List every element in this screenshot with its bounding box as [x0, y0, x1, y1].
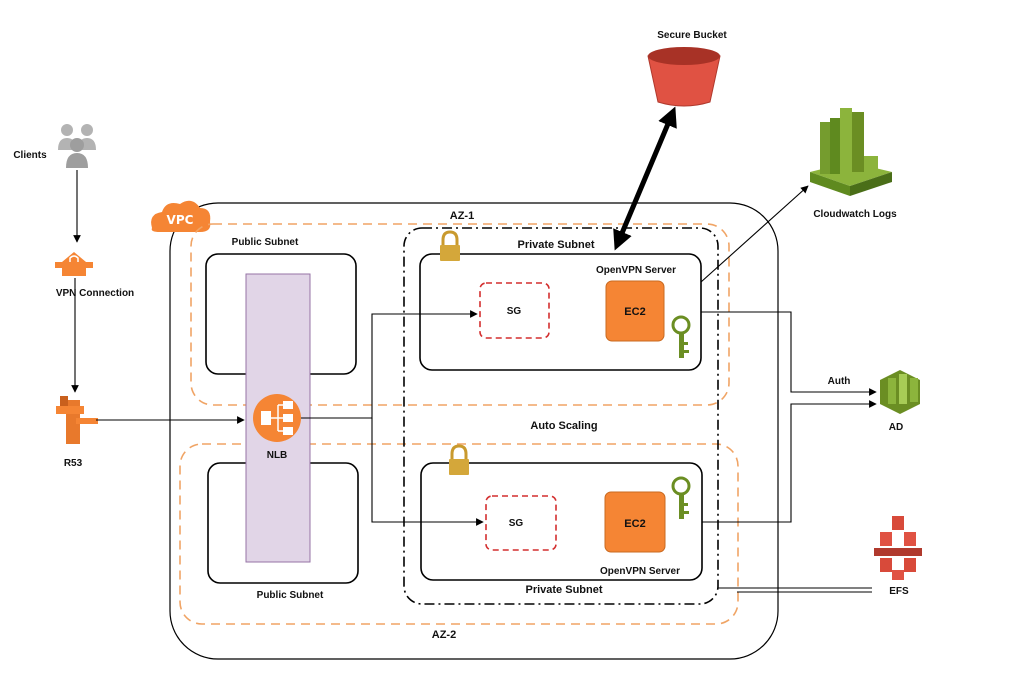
sg-bottom-label: SG [509, 518, 524, 529]
key-icon [671, 315, 691, 358]
users-icon [58, 124, 96, 168]
public-subnet-bottom-label: Public Subnet [257, 590, 324, 601]
server-top-to-ad-arrow [701, 311, 877, 396]
r53-label: R53 [64, 458, 83, 469]
connectors [71, 170, 877, 593]
s3-bucket-icon [647, 47, 721, 107]
openvpn-bottom-label: OpenVPN Server [600, 566, 680, 577]
server-to-cloudwatch-arrow [700, 185, 809, 283]
vpn-gateway-icon [55, 252, 93, 276]
vpc-label: VPC [167, 213, 194, 227]
auth-label: Auth [828, 376, 851, 387]
ec2-top-label: EC2 [624, 306, 645, 318]
ec2-bottom-label: EC2 [624, 518, 645, 530]
auto-scaling-group [403, 227, 719, 605]
bucket-sync-arrow [613, 106, 677, 251]
vpn-connection-label: VPN Connection [56, 288, 134, 299]
nlb-label: NLB [267, 450, 288, 461]
ec2-icon: EC2 [605, 280, 665, 342]
route53-icon [56, 396, 98, 444]
clients-label: Clients [13, 150, 47, 161]
az2-label: AZ-2 [432, 629, 456, 641]
az2-boundary [179, 443, 739, 625]
key-icon [671, 476, 691, 519]
openvpn-top-label: OpenVPN Server [596, 265, 676, 276]
efs-label: EFS [889, 586, 909, 597]
cloudwatch-label: Cloudwatch Logs [813, 209, 897, 220]
efs-icon [874, 516, 922, 580]
ad-label: AD [889, 422, 903, 433]
directory-service-icon [880, 370, 920, 414]
vpc-icon: VPC [151, 200, 211, 232]
az1-label: AZ-1 [450, 210, 474, 222]
auto-scaling-label: Auto Scaling [530, 420, 597, 432]
server-bottom-to-ad-arrow [702, 400, 877, 523]
secure-bucket-label: Secure Bucket [657, 30, 727, 41]
az1-boundary [190, 223, 730, 406]
nlb-to-sg-top-arrow [301, 310, 478, 419]
private-subnet-top-label: Private Subnet [517, 239, 594, 251]
vpc-boundary [169, 202, 779, 660]
sg-top-label: SG [507, 306, 522, 317]
private-subnet-bottom-label: Private Subnet [525, 584, 602, 596]
lock-icon [449, 444, 469, 475]
public-subnet-top-label: Public Subnet [232, 237, 299, 248]
lock-icon [440, 230, 460, 261]
nlb-to-sg-bottom-arrow [371, 418, 484, 526]
cloudwatch-icon [810, 108, 892, 196]
ec2-icon: EC2 [604, 491, 666, 553]
load-balancer-icon [253, 394, 301, 442]
